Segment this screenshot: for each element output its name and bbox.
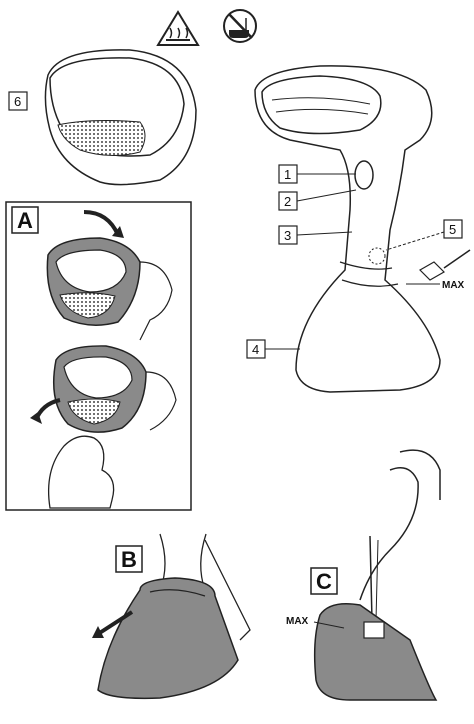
power-button-icon <box>354 160 374 190</box>
no-bathroom-use-icon <box>223 9 257 43</box>
callout-4: 4 <box>246 339 300 359</box>
callout-1-label: 1 <box>284 167 291 182</box>
panel-a: A <box>5 201 192 511</box>
front-cover-part <box>44 49 197 186</box>
remove-tank-arrow-icon <box>96 610 134 636</box>
panel-b: B <box>92 533 251 700</box>
water-jug-icon <box>359 467 419 601</box>
hot-surface-warning-icon <box>156 10 200 46</box>
panel-c: C MAX <box>286 449 441 701</box>
callout-6-label: 6 <box>14 94 21 109</box>
power-cord-icon <box>419 261 445 281</box>
panel-c-label: C <box>316 569 332 594</box>
callout-3: 3 <box>278 225 353 245</box>
callout-6: 6 <box>8 91 28 111</box>
callout-5: 5 <box>385 219 463 251</box>
max-label-top: MAX <box>442 280 465 291</box>
hand-illustration <box>47 435 115 509</box>
steamer-main <box>254 65 471 393</box>
callout-5-label: 5 <box>449 222 456 237</box>
max-label-bottom: MAX <box>286 616 309 627</box>
max-indicator-top: MAX <box>406 280 465 291</box>
callout-1: 1 <box>278 164 356 184</box>
internal-tank-marker <box>368 247 386 265</box>
panel-b-label: B <box>121 547 137 572</box>
callout-2: 2 <box>278 189 357 211</box>
callout-2-label: 2 <box>284 194 291 209</box>
callout-4-label: 4 <box>252 342 259 357</box>
callout-3-label: 3 <box>284 228 291 243</box>
panel-a-label: A <box>17 208 33 233</box>
